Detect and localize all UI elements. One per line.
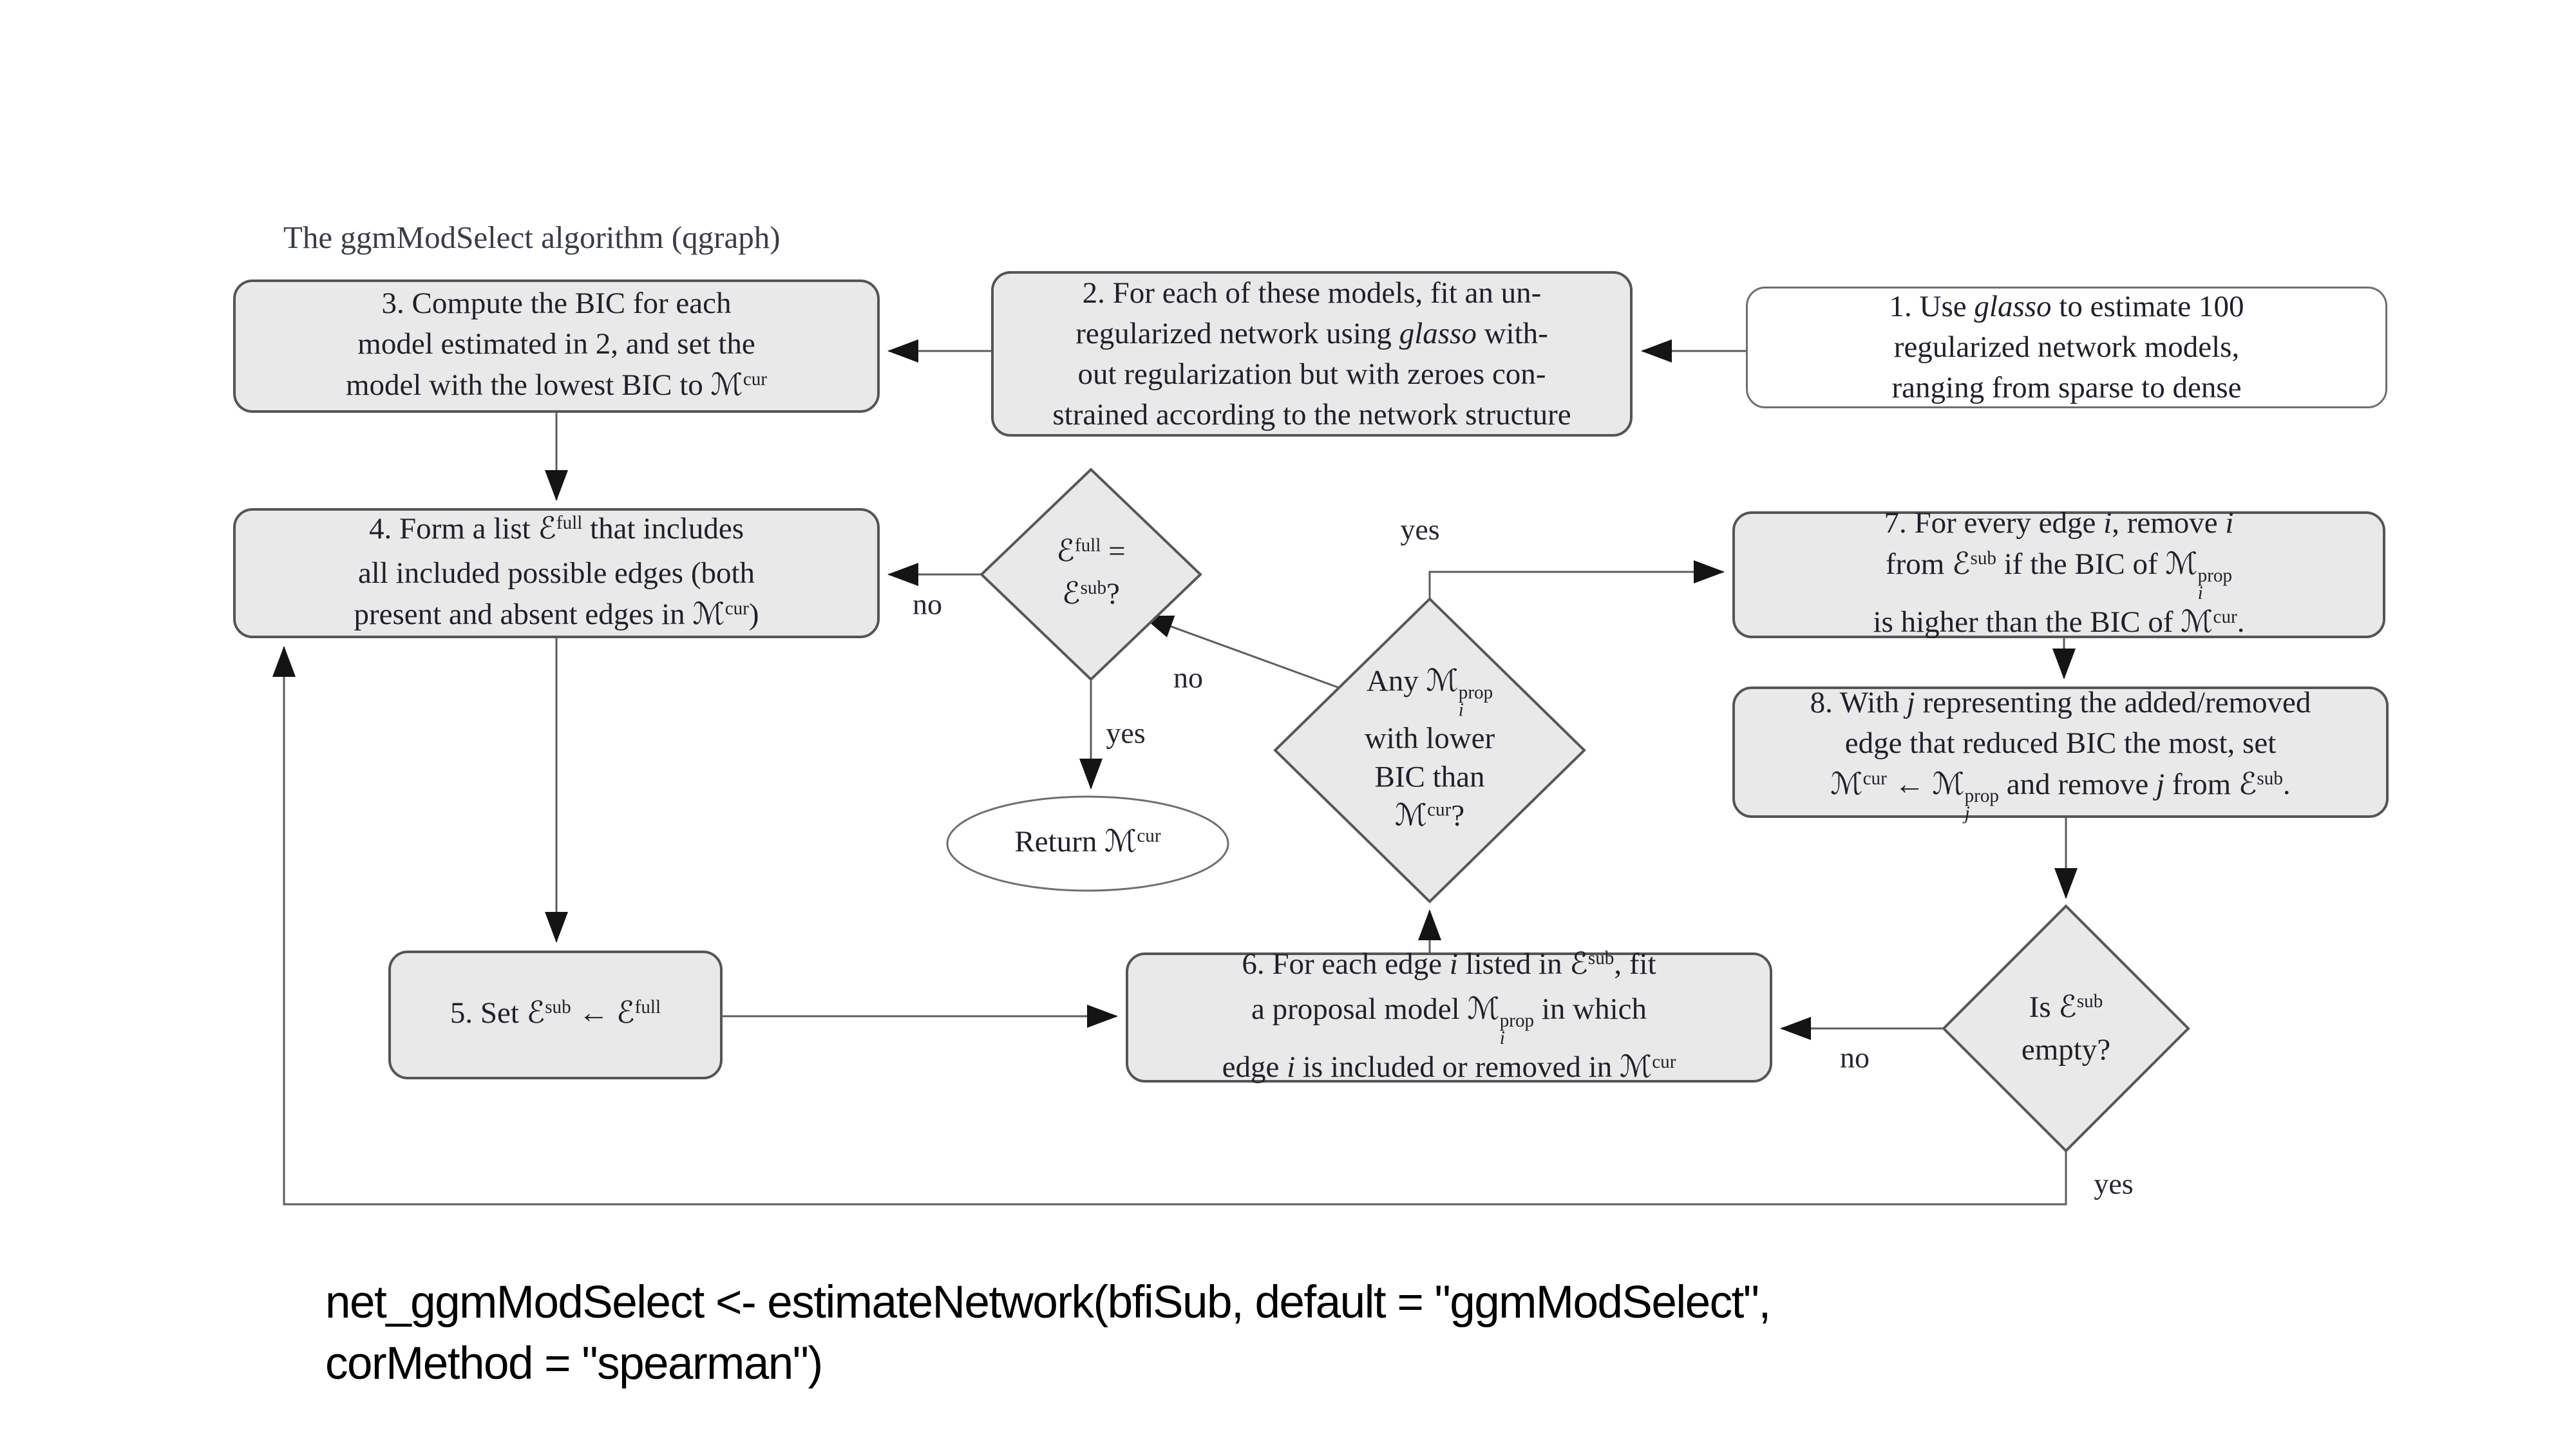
- edge-label-d2-yes: yes: [1400, 513, 1440, 546]
- terminal-return-shape: [946, 795, 1229, 892]
- decision-efull-equals-esub-shape: [980, 468, 1202, 681]
- edge-label-d3-yes: yes: [2094, 1167, 2134, 1200]
- code-line-1: net_ggmModSelect <- estimateNetwork(bfiS…: [325, 1277, 1771, 1328]
- code-line-2: corMethod = "spearman"): [325, 1338, 823, 1389]
- edge-label-d2-no: no: [1173, 661, 1203, 694]
- decision-any-lower-bic-shape: [1273, 597, 1586, 904]
- diagram-title: The ggmModSelect algorithm (qgraph): [283, 220, 781, 255]
- node-step5-set-esub: 5. Set ℰsub ← ℰfull: [388, 951, 723, 1079]
- arrow-diamond2-no-to-diamond1: [1142, 615, 1343, 690]
- edge-label-d1-yes: yes: [1106, 716, 1146, 750]
- arrow-diamond3-yes-loop-to-box4: [272, 646, 2067, 1206]
- code-snippet: net_ggmModSelect <- estimateNetwork(bfiS…: [325, 1272, 1771, 1394]
- arrow-diamond2-yes-to-box7: [1428, 560, 1725, 599]
- decision-efull-equals-esub-text: ℰfull =ℰsub?: [1056, 533, 1126, 611]
- node-step8-update-mcur: 8. With j representing the added/removed…: [1732, 686, 2389, 822]
- edge-label-d1-no: no: [913, 587, 942, 621]
- edge-label-d3-no: no: [1840, 1041, 1870, 1074]
- node-step2-fit-unregularized: 2. For each of these models, fit an un-r…: [991, 271, 1633, 437]
- terminal-return-mcur-text: Return ℳcur: [1014, 824, 1161, 859]
- decision-esub-empty-shape: [1942, 904, 2190, 1153]
